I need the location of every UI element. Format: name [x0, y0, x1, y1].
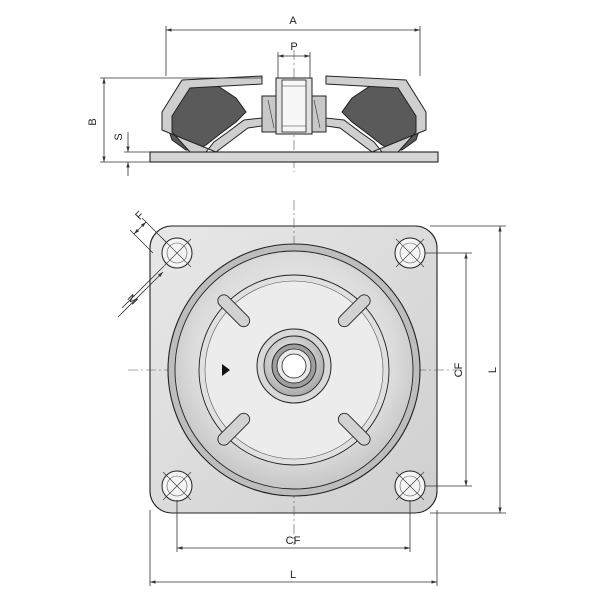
- section-thread-hole: [281, 79, 307, 133]
- plan-view: CF L CF L F M: [117, 200, 506, 586]
- section-housing-left: [161, 75, 263, 153]
- dim-F-line: [133, 221, 147, 235]
- mounting-hole-br: [394, 470, 426, 502]
- mounting-hole-tl: [161, 237, 193, 269]
- dim-M-label: M: [125, 292, 140, 307]
- dim-P-label: P: [290, 41, 297, 53]
- dim-Lh-label: L: [290, 569, 296, 581]
- mounting-hole-tr: [394, 237, 426, 269]
- section-base-plate: [149, 151, 439, 163]
- dim-M-line: [117, 271, 164, 318]
- dim-B-label: B: [87, 118, 99, 125]
- dim-Lv-label: L: [487, 367, 499, 373]
- dim-F-ext-b: [129, 229, 154, 254]
- mounting-hole-bl: [161, 470, 193, 502]
- section-housing-right: [325, 75, 427, 153]
- dim-CFh-label: CF: [286, 535, 301, 547]
- slot-ne: [337, 294, 371, 328]
- slot-se: [337, 412, 371, 446]
- slot-sw: [217, 412, 251, 446]
- direction-arrow-icon: [222, 364, 230, 376]
- dim-A-label: A: [289, 15, 297, 27]
- dim-S-label: S: [113, 133, 125, 140]
- hub-bore: [281, 353, 307, 379]
- dim-M-leader: [121, 266, 164, 309]
- section-view: A P B S: [87, 15, 439, 176]
- slot-nw: [217, 294, 251, 328]
- dim-CFv-label: CF: [453, 362, 465, 377]
